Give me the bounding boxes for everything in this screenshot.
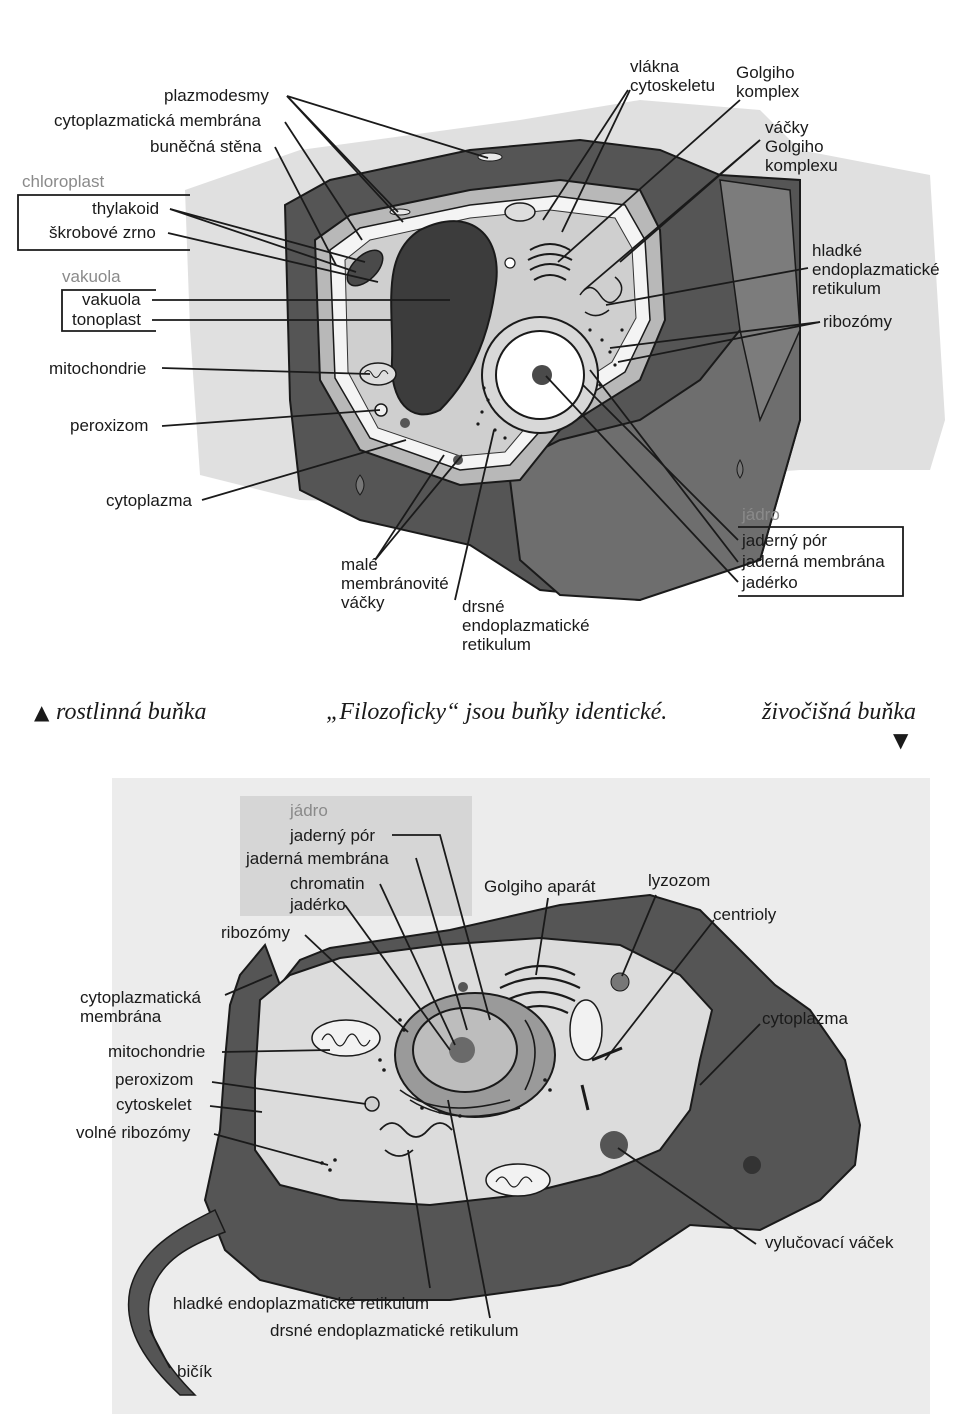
plant-cell-wall-face [508,329,801,602]
caption-plant: rostlinná buňka [56,699,206,725]
caption-right-arrow: ▼ [893,728,909,752]
label-animal-jaderna-membrana: jaderná membrána [245,849,389,868]
label-chloroplast-group: chloroplast [22,172,104,191]
label-tonoplast: tonoplast [72,310,141,329]
label-jadro-group: jádro [741,505,780,524]
plant-golgi [527,243,573,281]
label-animal-jaderko: jadérko [289,895,346,914]
label-animal-lyzozom: lyzozom [648,871,710,890]
animal-centrioles [580,1046,623,1111]
label-animal-ribozomy: ribozómy [221,923,290,942]
animal-leader-lines [149,834,761,1369]
label-male-vacky-3: váčky [341,593,385,612]
animal-mitochondrion-2 [485,1163,551,1197]
label-thylakoid: thylakoid [92,199,159,218]
label-drsne-er-1: drsné [462,597,505,616]
label-animal-cytoskelet: cytoskelet [116,1095,192,1114]
caption-animal: živočišná buňka [761,699,916,725]
animal-labels: jádro jaderný pór jaderná membrána chrom… [76,801,894,1381]
label-hladke-er-3: retikulum [812,279,881,298]
label-vacky-golgi-3: komplexu [765,156,838,175]
animal-cell-illustration [112,778,930,1414]
label-plazmodesmy: plazmodesmy [164,86,269,105]
label-male-vacky-1: malé [341,555,378,574]
plant-cell-illustration [185,100,945,602]
label-jaderko: jadérko [741,573,798,592]
label-animal-golgi: Golgiho aparát [484,877,596,896]
label-cytoplazma: cytoplazma [106,491,193,510]
label-animal-cyto-membrana-2: membrána [80,1007,162,1026]
plant-mitochondrion-2 [504,202,536,222]
label-mitochondrie: mitochondrie [49,359,146,378]
label-vacky-golgi-1: váčky [765,118,809,137]
label-animal-bicik: bičík [177,1362,212,1381]
animal-lysosome [610,972,630,992]
label-animal-hladke-er: hladké endoplazmatické retikulum [173,1294,429,1313]
animal-mitochondrion-cristae [321,1033,371,1047]
label-jaderna-membrana: jaderná membrána [741,552,885,571]
plant-wall-pit-2 [736,459,744,479]
plant-nucleolus [532,365,552,385]
label-vakuola: vakuola [82,290,141,309]
label-hladke-er-2: endoplazmatické [812,260,940,279]
animal-flagellum [127,1208,227,1396]
label-vacky-golgi-2: Golgiho [765,137,824,156]
label-cytoplazmaticka-membrana: cytoplazmatická membrána [54,111,261,130]
label-vakuola-group: vakuola [62,267,121,286]
caption-row: ▲ rostlinná buňka „Filozoficky“ jsou buň… [34,699,916,752]
label-skrobove-zrno: škrobové zrno [49,223,156,242]
label-animal-drsne-er: drsné endoplazmatické retikulum [270,1321,519,1340]
label-male-vacky-2: membránovité [341,574,449,593]
animal-golgi [499,965,581,1014]
label-animal-volne-ribozomy: volné ribozómy [76,1123,191,1142]
plant-smooth-er [579,276,623,317]
plant-cell-wall-side [719,179,801,423]
label-golgi-2: komplex [736,82,800,101]
caption-center: „Filozoficky“ jsou buňky identické. [326,699,667,725]
animal-peroxisome [364,1096,380,1112]
label-animal-cytoplazma: cytoplazma [762,1009,849,1028]
nucleus-label-box [240,796,472,916]
label-hladke-er-1: hladké [812,241,862,260]
label-animal-jaderny-por: jaderný pór [289,826,375,845]
animal-vesicle-top [458,982,468,992]
label-golgi-1: Golgiho [736,63,795,82]
plant-plasmodesma [477,152,503,162]
label-animal-centrioly: centrioly [713,905,777,924]
label-peroxizom: peroxizom [70,416,148,435]
label-drsne-er-2: endoplazmatické [462,616,590,635]
plant-labels: plazmodesmy cytoplazmatická membrána bun… [22,57,940,654]
animal-mitochondrion [311,1019,381,1057]
label-animal-chromatin: chromatin [290,874,365,893]
animal-nucleolus [449,1037,475,1063]
label-animal-jadro-group: jádro [289,801,328,820]
plant-ribosomes [476,328,624,440]
animal-mitochondrion-3 [569,999,603,1061]
label-animal-cyto-membrana-1: cytoplazmatická [80,988,201,1007]
label-animal-vylucovaci-vacek: vylučovací váček [765,1233,894,1252]
animal-mitochondrion-2-cristae [495,1176,533,1188]
label-drsne-er-3: retikulum [462,635,531,654]
plant-group-boxes [17,194,904,597]
label-jaderny-por: jaderný pór [741,531,827,550]
animal-secretory-vesicle [600,1131,628,1159]
animal-vesicle-outer [743,1156,761,1174]
plant-mitochondrion-cristae [363,370,389,378]
label-animal-peroxizom: peroxizom [115,1070,193,1089]
plant-vesicle-dark [400,418,410,428]
plant-vesicle-light [504,257,516,269]
label-bunecna-stena: buněčná stěna [150,137,262,156]
label-animal-mitochondrie: mitochondrie [108,1042,205,1061]
label-vlakna-2: cytoskeletu [630,76,715,95]
plant-leader-lines [152,89,821,601]
label-ribozomy: ribozómy [823,312,892,331]
animal-smooth-er [379,1122,453,1157]
plant-wall-pit [355,474,365,496]
label-vlakna-1: vlákna [630,57,680,76]
plant-vacuole [390,220,498,416]
caption-left-arrow: ▲ [34,700,50,724]
